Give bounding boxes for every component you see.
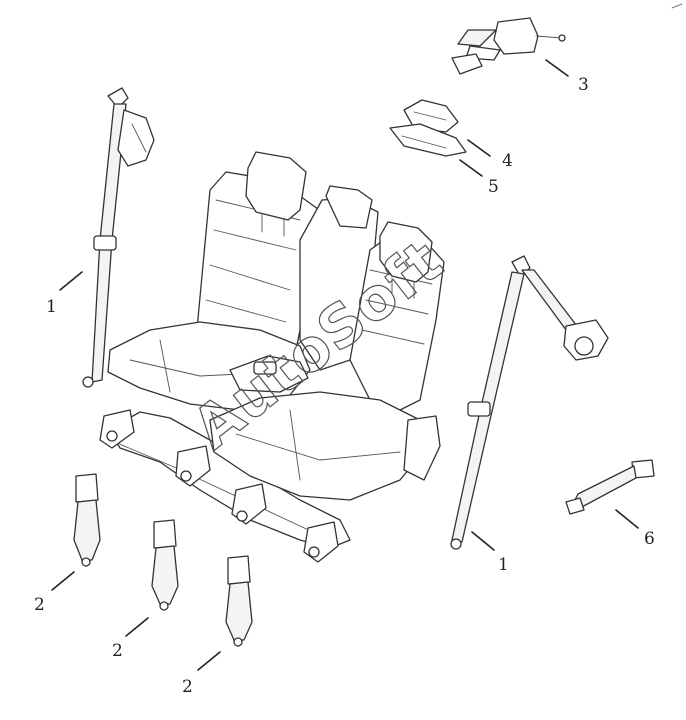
belt-guide-cover-part-5: 5 — [389, 123, 499, 197]
corner-mark — [671, 3, 683, 9]
seat-belt-buckle-2-part-2: 2 — [112, 519, 179, 661]
seat-belt-right-part-1: 1 — [450, 255, 609, 575]
seat-belt-buckle-1-part-2: 2 — [34, 473, 101, 615]
callout-5: 5 — [488, 177, 499, 197]
callout-3: 3 — [578, 75, 589, 95]
callout-2-b: 2 — [112, 641, 123, 661]
callout-2-c: 2 — [182, 677, 193, 697]
seat-belt-left-part-1: 1 — [46, 87, 155, 388]
callout-2-a: 2 — [34, 595, 45, 615]
seat-belt-buckle-3-part-2: 2 — [182, 555, 253, 697]
callout-4: 4 — [502, 151, 513, 171]
center-buckle-part-6: 6 — [565, 459, 655, 549]
callout-1-left: 1 — [46, 297, 57, 317]
callout-1-right: 1 — [498, 555, 509, 575]
rear-seat-assembly — [99, 151, 445, 563]
center-belt-retractor-part-3: 3 — [451, 17, 589, 95]
callout-6: 6 — [644, 529, 655, 549]
